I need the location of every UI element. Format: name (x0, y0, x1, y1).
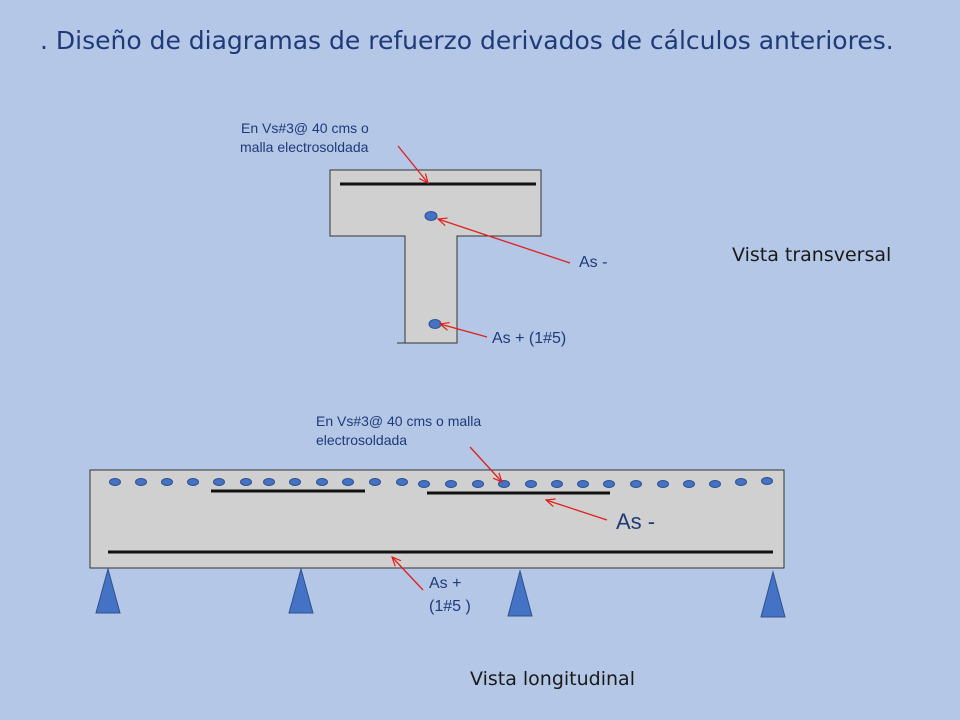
long-neg-steel-label: As - (616, 509, 656, 534)
stirrup-dot (135, 478, 147, 486)
stirrup-dot (240, 478, 252, 486)
stirrup-dot (577, 480, 589, 488)
long-beam (89, 469, 785, 569)
support-triangle (288, 567, 314, 614)
stirrup-dot (289, 478, 301, 486)
stirrup-dot (657, 480, 669, 488)
stirrup-dot (187, 478, 199, 486)
supports (95, 567, 786, 618)
stirrup-dot (396, 478, 408, 486)
t-beam-section (329, 169, 542, 344)
stirrup-dot (498, 480, 510, 488)
long-mesh-arrow (469, 446, 502, 482)
stirrup-dot (161, 478, 173, 486)
long-stirrup-note-line1: En Vs#3@ 40 cms o malla (316, 413, 482, 429)
view-label-transversal: Vista transversal (732, 244, 892, 266)
support-triangle (95, 567, 121, 614)
t-beam-pos-rebar-dot (428, 319, 442, 329)
long-neg-arrow (546, 500, 608, 521)
page-title: . Diseño de diagramas de refuerzo deriva… (40, 26, 894, 55)
t-beam-pos-arrow (440, 324, 488, 338)
stirrup-dot (418, 480, 430, 488)
support-triangle (507, 569, 533, 617)
t-beam-outline (329, 169, 542, 344)
stirrup-dot (630, 480, 642, 488)
t-beam-stirrup-note-line2: malla electrosoldada (240, 139, 369, 155)
stirrup-dot (525, 480, 537, 488)
t-beam-arrows (397, 145, 571, 338)
stirrup-dot (735, 478, 747, 486)
stirrup-dot (369, 478, 381, 486)
t-beam-pos-steel-label: As + (1#5) (492, 330, 567, 347)
long-beam-arrows (392, 446, 608, 591)
t-beam-stirrup-note-line1: En Vs#3@ 40 cms o (241, 120, 369, 136)
stirrup-dot (445, 480, 457, 488)
stirrup-dot (683, 480, 695, 488)
support-triangle (760, 570, 786, 618)
stirrup-dot (342, 478, 354, 486)
long-pos-steel-label-line2: (1#5 ) (429, 598, 471, 615)
stirrup-dot (472, 480, 484, 488)
stirrup-dot (603, 480, 615, 488)
stirrup-dot (109, 478, 121, 486)
view-label-longitudinal: Vista longitudinal (470, 668, 635, 690)
t-beam-mesh-arrow (397, 145, 428, 183)
stirrup-dot (551, 480, 563, 488)
long-pos-steel-label-line1: As + (429, 575, 462, 592)
stirrup-dot (316, 478, 328, 486)
stirrup-dot (213, 478, 225, 486)
t-beam-neg-arrow (438, 219, 571, 264)
long-beam-stirrup-dots (109, 477, 773, 488)
stirrup-dot (761, 477, 773, 485)
stirrup-dot (709, 480, 721, 488)
long-stirrup-note-line2: electrosoldada (316, 432, 408, 448)
stirrup-dot (263, 478, 275, 486)
t-beam-neg-steel-label: As - (579, 254, 608, 271)
t-beam-neg-rebar-dot (424, 211, 438, 221)
long-pos-arrow (392, 557, 424, 591)
